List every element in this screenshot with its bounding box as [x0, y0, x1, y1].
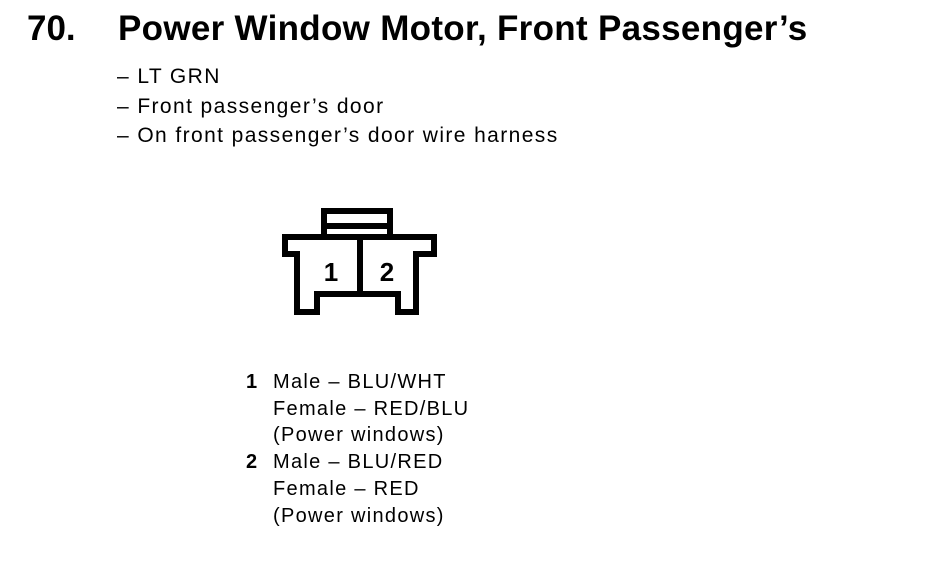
pin-1-male-wire: Male – BLU/WHT — [273, 371, 447, 393]
item-number: 70. — [27, 9, 76, 48]
pin-1-number: 1 — [246, 371, 259, 393]
pin-1-female-wire: Female – RED/BLU — [273, 397, 470, 420]
page-title: Power Window Motor, Front Passenger’s — [118, 9, 808, 48]
detail-line-location: – Front passenger’s door — [117, 94, 385, 118]
pin-2-function: (Power windows) — [273, 504, 445, 527]
pin-2-male-wire: Male – BLU/RED — [273, 451, 444, 474]
pin-2-number: 2 — [246, 451, 259, 474]
pin-row-1: 1 Male – BLU/WHT Female – RED/BLU (Power… — [246, 369, 469, 449]
detail-line-color: – LT GRN — [117, 65, 221, 88]
pin-row-2: 2 Male – BLU/RED Female – RED (Power win… — [246, 449, 469, 529]
detail-list: – LT GRN – Front passenger’s door – On f… — [117, 62, 559, 151]
pin-2-description: Male – BLU/RED Female – RED (Power windo… — [273, 449, 445, 529]
connector-diagram: 1 2 — [282, 208, 437, 315]
detail-line-harness: – On front passenger’s door wire harness — [117, 124, 559, 147]
pin-1-function: (Power windows) — [273, 424, 445, 447]
cavity-2-label: 2 — [380, 257, 394, 287]
pin-list: 1 Male – BLU/WHT Female – RED/BLU (Power… — [246, 369, 469, 529]
cavity-1-label: 1 — [324, 257, 338, 287]
pin-1-description: Male – BLU/WHT Female – RED/BLU (Power w… — [273, 369, 469, 449]
pin-2-female-wire: Female – RED — [273, 477, 420, 500]
